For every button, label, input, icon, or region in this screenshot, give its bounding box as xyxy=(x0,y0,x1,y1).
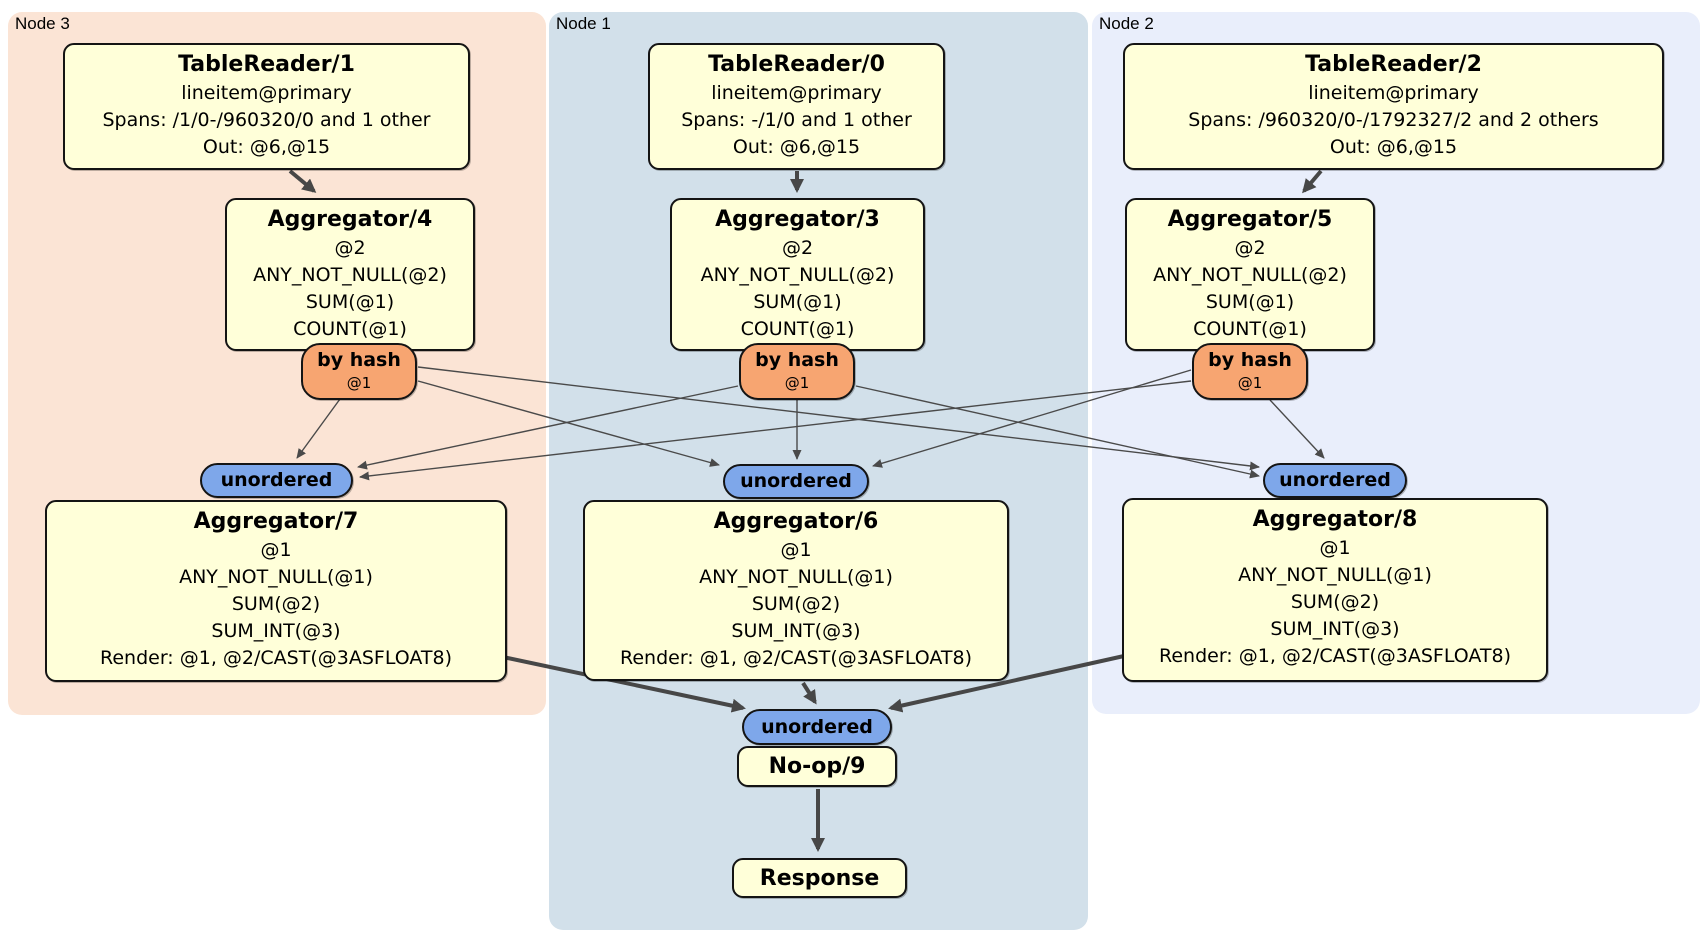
aggregator-6-groupcols: @1 xyxy=(780,539,812,561)
byhash-router-node2: by hash @1 xyxy=(1192,343,1308,400)
aggregator-4-box: Aggregator/4 @2 ANY_NOT_NULL(@2) SUM(@1)… xyxy=(225,198,475,351)
aggregator-7-fn-sum: SUM(@2) xyxy=(231,593,321,615)
tablereader-1-spans: Spans: /1/0-/960320/0 and 1 other xyxy=(102,109,431,131)
unordered-sync-node1-label: unordered xyxy=(740,470,852,492)
aggregator-7-groupcols: @1 xyxy=(260,539,292,561)
tablereader-2-box: TableReader/2 lineitem@primary Spans: /9… xyxy=(1123,43,1664,170)
node2-label: Node 2 xyxy=(1099,14,1154,33)
tablereader-2-out: Out: @6,@15 xyxy=(1329,136,1458,158)
tablereader-2-spans: Spans: /960320/0-/1792327/2 and 2 others xyxy=(1188,109,1599,131)
response-title: Response xyxy=(759,866,880,891)
byhash-router-node3-cols: @1 xyxy=(346,374,372,392)
edge-agg6-final-unordered xyxy=(801,681,817,705)
aggregator-8-render: Render: @1, @2/CAST(@3ASFLOAT8) xyxy=(1159,645,1511,667)
aggregator-3-fn-sum: SUM(@1) xyxy=(753,291,842,313)
byhash-router-node2-label: by hash xyxy=(1208,349,1292,371)
byhash-router-node3: by hash @1 xyxy=(301,343,417,400)
tablereader-0-index: lineitem@primary xyxy=(711,82,882,104)
byhash-router-node1-label: by hash xyxy=(755,349,839,371)
aggregator-8-title: Aggregator/8 xyxy=(1252,507,1418,532)
edge-byhash5-unordered7 xyxy=(359,380,1192,481)
edge-byhash5-unordered8 xyxy=(1269,399,1325,459)
edge-byhash3-unordered8 xyxy=(855,385,1260,479)
aggregator-6-title: Aggregator/6 xyxy=(713,509,879,534)
aggregator-6-fn-sumint: SUM_INT(@3) xyxy=(731,620,861,642)
aggregator-7-title: Aggregator/7 xyxy=(193,509,359,534)
tablereader-1-index: lineitem@primary xyxy=(181,82,352,104)
aggregator-3-fn-anynotnull: ANY_NOT_NULL(@2) xyxy=(700,264,895,286)
edge-byhash4-unordered7 xyxy=(296,398,341,459)
byhash-router-node1: by hash @1 xyxy=(739,343,855,400)
aggregator-6-render: Render: @1, @2/CAST(@3ASFLOAT8) xyxy=(620,647,972,669)
aggregator-5-fn-anynotnull: ANY_NOT_NULL(@2) xyxy=(1153,264,1347,286)
unordered-sync-node3: unordered xyxy=(200,463,353,498)
unordered-sync-node3-label: unordered xyxy=(220,469,333,491)
aggregator-5-fn-count: COUNT(@1) xyxy=(1193,318,1307,340)
aggregator-5-box: Aggregator/5 @2 ANY_NOT_NULL(@2) SUM(@1)… xyxy=(1125,198,1375,351)
noop-9-title: No-op/9 xyxy=(768,754,866,779)
aggregator-4-fn-anynotnull: ANY_NOT_NULL(@2) xyxy=(253,264,447,286)
edge-tr2-agg5 xyxy=(1302,169,1323,194)
tablereader-0-spans: Spans: -/1/0 and 1 other xyxy=(681,109,912,131)
aggregator-4-groupcols: @2 xyxy=(334,237,366,259)
aggregator-6-fn-sum: SUM(@2) xyxy=(751,593,841,615)
aggregator-8-fn-sumint: SUM_INT(@3) xyxy=(1270,618,1400,640)
edge-byhash3-unordered7 xyxy=(357,385,739,470)
unordered-sync-node2: unordered xyxy=(1263,463,1407,498)
aggregator-6-fn-anynotnull: ANY_NOT_NULL(@1) xyxy=(699,566,893,588)
aggregator-3-title: Aggregator/3 xyxy=(715,207,880,232)
byhash-router-node1-cols: @1 xyxy=(784,374,810,392)
aggregator-4-title: Aggregator/4 xyxy=(267,207,433,232)
aggregator-7-fn-sumint: SUM_INT(@3) xyxy=(211,620,341,642)
edge-agg8-final-unordered xyxy=(888,654,1125,713)
tablereader-0-box: TableReader/0 lineitem@primary Spans: -/… xyxy=(648,43,945,170)
node1-label: Node 1 xyxy=(556,14,611,33)
unordered-sync-final: unordered xyxy=(742,709,892,745)
tablereader-1-box: TableReader/1 lineitem@primary Spans: /1… xyxy=(63,43,470,170)
byhash-router-node3-label: by hash xyxy=(317,349,401,371)
edge-byhash4-unordered8 xyxy=(417,366,1260,471)
tablereader-1-out: Out: @6,@15 xyxy=(202,136,331,158)
aggregator-5-fn-sum: SUM(@1) xyxy=(1205,291,1295,313)
node3-label: Node 3 xyxy=(15,14,70,33)
edge-tr1-agg4 xyxy=(288,169,317,193)
edge-byhash4-unordered6 xyxy=(417,380,720,467)
aggregator-8-fn-sum: SUM(@2) xyxy=(1290,591,1380,613)
aggregator-3-box: Aggregator/3 @2 ANY_NOT_NULL(@2) SUM(@1)… xyxy=(670,198,925,351)
aggregator-7-render: Render: @1, @2/CAST(@3ASFLOAT8) xyxy=(100,647,452,669)
aggregator-4-fn-count: COUNT(@1) xyxy=(293,318,407,340)
aggregator-6-box: Aggregator/6 @1 ANY_NOT_NULL(@1) SUM(@2)… xyxy=(583,500,1009,681)
aggregator-8-box: Aggregator/8 @1 ANY_NOT_NULL(@1) SUM(@2)… xyxy=(1122,498,1548,682)
aggregator-8-fn-anynotnull: ANY_NOT_NULL(@1) xyxy=(1238,564,1432,586)
unordered-sync-node1: unordered xyxy=(723,464,869,499)
aggregator-4-fn-sum: SUM(@1) xyxy=(305,291,395,313)
aggregator-7-fn-anynotnull: ANY_NOT_NULL(@1) xyxy=(179,566,373,588)
noop-9-box: No-op/9 xyxy=(737,746,897,787)
response-box: Response xyxy=(732,858,907,898)
aggregator-3-fn-count: COUNT(@1) xyxy=(740,318,855,340)
tablereader-1-title: TableReader/1 xyxy=(178,52,355,77)
edge-byhash5-unordered6 xyxy=(872,369,1192,468)
tablereader-2-index: lineitem@primary xyxy=(1308,82,1479,104)
aggregator-5-groupcols: @2 xyxy=(1234,237,1266,259)
tablereader-0-out: Out: @6,@15 xyxy=(732,136,861,158)
aggregator-3-groupcols: @2 xyxy=(781,237,814,259)
tablereader-2-title: TableReader/2 xyxy=(1305,52,1482,77)
aggregator-7-box: Aggregator/7 @1 ANY_NOT_NULL(@1) SUM(@2)… xyxy=(45,500,507,682)
tablereader-0-title: TableReader/0 xyxy=(708,52,885,77)
unordered-sync-final-label: unordered xyxy=(761,716,873,738)
unordered-sync-node2-label: unordered xyxy=(1279,469,1391,491)
aggregator-5-title: Aggregator/5 xyxy=(1167,207,1333,232)
aggregator-8-groupcols: @1 xyxy=(1319,537,1351,559)
byhash-router-node2-cols: @1 xyxy=(1237,374,1263,392)
